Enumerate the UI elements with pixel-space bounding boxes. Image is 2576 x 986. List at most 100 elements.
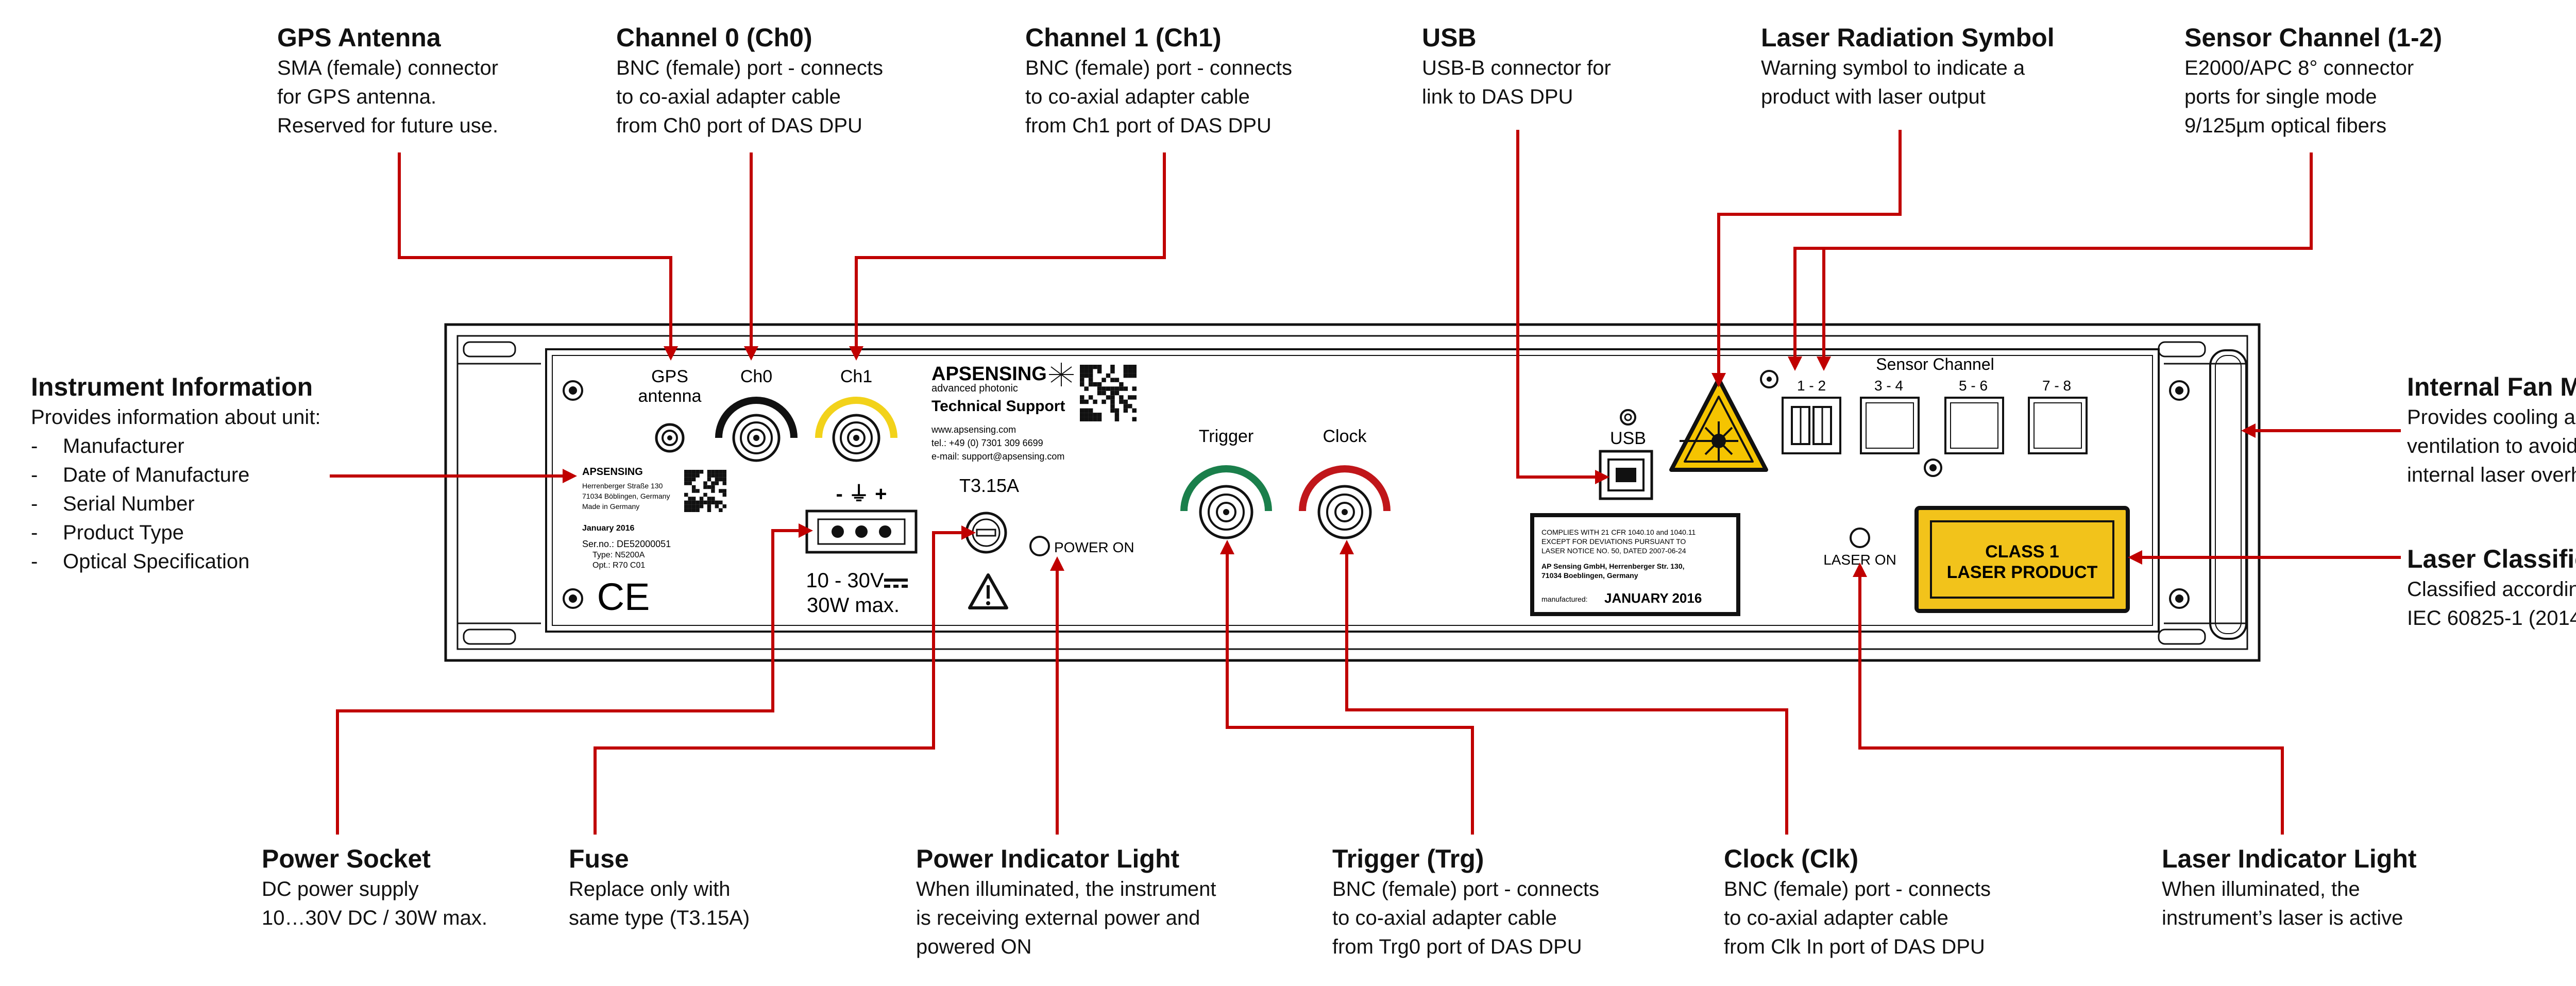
leader-laser-symbol: [1717, 130, 1902, 376]
callout-line: BNC (female) port - connects: [616, 57, 883, 79]
leader-power-socket: [336, 529, 803, 835]
compliance-label: COMPLIES WITH 21 CFR 1040.10 and 1040.11…: [1530, 513, 1740, 616]
callout-line: is receiving external power and: [916, 907, 1200, 929]
callout-title: Trigger (Trg): [1332, 844, 1484, 873]
callout-line: BNC (female) port - connects: [1724, 878, 1991, 900]
callout-line: Replace only with: [569, 878, 731, 900]
laser-class-label: CLASS 1 LASER PRODUCT: [1914, 506, 2130, 613]
ch1-bnc-port: Ch1: [815, 367, 897, 462]
ce-mark: CE: [597, 575, 650, 618]
list-item: -Optical Specification: [31, 550, 250, 573]
callout-line: IEC 60825-1 (2014): [2407, 607, 2576, 630]
fuse-rating: T3.15A: [959, 475, 1019, 496]
leader-arrowheads: [563, 346, 2256, 577]
compliance-line-5: 71034 Boeblingen, Germany: [1541, 571, 1638, 580]
list-item: -Date of Manufacture: [31, 464, 250, 486]
watts-label: 30W max.: [807, 594, 900, 617]
port-34-label: 3 - 4: [1874, 378, 1903, 394]
callout-title: Clock (Clk): [1724, 844, 1859, 873]
ch0-label: Ch0: [740, 367, 772, 386]
callout-sensor: Sensor Channel (1-2) E2000/APC 8° connec…: [2184, 22, 2442, 140]
trigger-label: Trigger: [1199, 427, 1253, 446]
sensor-channel-title: Sensor Channel: [1876, 355, 1994, 373]
gps-label-2: antenna: [638, 386, 702, 406]
support-tel: tel.: +49 (0) 7301 309 6699: [931, 438, 1043, 448]
ch0-bnc-port: Ch0: [715, 367, 798, 462]
laser-warning-icon: [1669, 377, 1768, 472]
callout-instrument: Instrument Information Provides informat…: [31, 371, 321, 576]
callout-ch0: Channel 0 (Ch0) BNC (female) port - conn…: [616, 22, 883, 140]
usb-port: USB: [1599, 409, 1653, 500]
ap-logo: APSENSING: [931, 363, 1047, 385]
qr-code-icon: [1080, 365, 1137, 421]
list-item: -Manufacturer: [31, 435, 184, 457]
leader-laser-light: [1858, 573, 2284, 835]
class-label-1: CLASS 1: [1985, 542, 2059, 562]
laser-indicator: LASER ON: [1823, 528, 1896, 568]
instrument-info-list: -Manufacturer -Date of Manufacture -Seri…: [31, 432, 321, 576]
warning-triangle-icon: [968, 573, 1008, 609]
leader-ch1: [855, 152, 1166, 348]
callout-power-socket: Power Socket DC power supply 10…30V DC /…: [262, 843, 487, 932]
callout-line: E2000/APC 8° connector: [2184, 57, 2414, 79]
callout-line: When illuminated, the: [2162, 878, 2360, 900]
label-opt: Opt.: R70 C01: [592, 561, 645, 570]
callout-title: Channel 1 (Ch1): [1025, 23, 1222, 52]
callout-line: Provides information about unit:: [31, 406, 321, 429]
sensor-port-56: [1944, 397, 2004, 454]
callout-line: DC power supply: [262, 878, 419, 900]
label-made-in: Made in Germany: [582, 502, 639, 511]
dc-symbol-icon: [884, 579, 908, 588]
callout-line: BNC (female) port - connects: [1332, 878, 1599, 900]
callout-line: BNC (female) port - connects: [1025, 57, 1292, 79]
callout-line: Provides cooling and: [2407, 406, 2576, 429]
port-78-label: 7 - 8: [2042, 378, 2071, 394]
gps-connector: GPS antenna: [638, 367, 702, 453]
sensor-channel-block: Sensor Channel 1 - 2 3 - 4 5 - 6 7 - 8: [1760, 355, 2088, 454]
callout-title: Channel 0 (Ch0): [616, 23, 812, 52]
callout-gps: GPS Antenna SMA (female) connector for G…: [277, 22, 498, 140]
callout-laser-class: Laser Classification Classified accordin…: [2407, 543, 2576, 633]
support-email: e-mail: support@apsensing.com: [931, 451, 1064, 462]
label-address-2: 71034 Böblingen, Germany: [582, 492, 670, 500]
callout-line: 10…30V DC / 30W max.: [262, 907, 487, 929]
callout-line: to co-axial adapter cable: [1025, 86, 1250, 108]
compliance-line-2: EXCEPT FOR DEVIATIONS PURSUANT TO: [1541, 537, 1686, 546]
port-12-label: 1 - 2: [1797, 378, 1826, 394]
compliance-line-1: COMPLIES WITH 21 CFR 1040.10 and 1040.11: [1541, 528, 1696, 536]
compliance-line-3: LASER NOTICE NO. 50, DATED 2007-06-24: [1541, 547, 1686, 555]
list-item: -Serial Number: [31, 492, 195, 515]
label-date: January 2016: [582, 524, 635, 533]
tech-support-block: APSENSING advanced photonic Technical Su…: [931, 363, 1137, 462]
callout-line: ventilation to avoid the: [2407, 435, 2576, 457]
callout-line: link to DAS DPU: [1422, 86, 1573, 108]
leader-gps: [398, 152, 672, 348]
callout-ch1: Channel 1 (Ch1) BNC (female) port - conn…: [1025, 22, 1292, 140]
power-led: [1029, 536, 1050, 556]
callout-line: Classified according to: [2407, 578, 2576, 601]
callout-power-light: Power Indicator Light When illuminated, …: [916, 843, 1216, 961]
label-type: Type: N5200A: [592, 551, 645, 559]
callout-title: Sensor Channel (1-2): [2184, 23, 2443, 52]
sensor-port-34: [1860, 397, 1920, 454]
clock-bnc-port: Clock: [1299, 427, 1391, 539]
callout-title: Laser Indicator Light: [2162, 844, 2417, 873]
callout-line: instrument’s laser is active: [2162, 907, 2403, 929]
callout-title: Internal Fan Module: [2407, 372, 2576, 401]
callout-line: powered ON: [916, 936, 1032, 958]
fan-module: [2209, 349, 2247, 640]
callout-line: for GPS antenna.: [277, 86, 437, 108]
callout-title: Power Socket: [262, 844, 431, 873]
callout-line: from Ch1 port of DAS DPU: [1025, 114, 1272, 137]
ap-tagline: advanced photonic: [931, 383, 1018, 394]
leader-usb: [1516, 130, 1600, 479]
usb-label: USB: [1610, 429, 1646, 448]
callout-line: 9/125µm optical fibers: [2184, 114, 2387, 137]
callout-trigger: Trigger (Trg) BNC (female) port - connec…: [1332, 843, 1599, 961]
callout-laser-symbol: Laser Radiation Symbol Warning symbol to…: [1761, 22, 2055, 111]
manufactured-label: manufactured:: [1541, 595, 1588, 603]
callout-line: USB-B connector for: [1422, 57, 1611, 79]
label-logo: APSENSING: [582, 466, 643, 478]
callout-line: ports for single mode: [2184, 86, 2377, 108]
